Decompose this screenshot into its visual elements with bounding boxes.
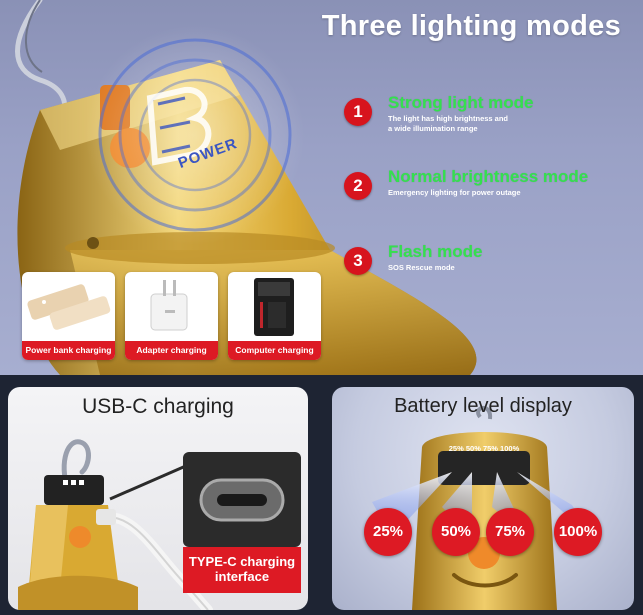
- battery-level-75: 75%: [486, 508, 534, 556]
- mode-description: The light has high brightness and a wide…: [388, 114, 508, 134]
- mode-description: Emergency lighting for power outage: [388, 188, 521, 198]
- battery-level-panel: Battery level display 25% 50% 75% 100% 2…: [332, 387, 634, 610]
- typec-port-icon: [199, 478, 285, 522]
- computer-tower-image: [254, 278, 294, 336]
- mode-description: SOS Rescue mode: [388, 263, 455, 273]
- typec-label-line: interface: [214, 569, 270, 584]
- charging-label: Computer charging: [228, 341, 321, 360]
- typec-label: TYPE-C charging interface: [183, 547, 301, 593]
- battery-lamp-illustration: [372, 405, 592, 610]
- charging-card-adapter: Adapter charging: [125, 272, 218, 360]
- mode-description-line: Emergency lighting for power outage: [388, 188, 521, 197]
- battery-level-50: 50%: [432, 508, 480, 556]
- usbc-lamp-illustration: [18, 439, 213, 610]
- adapter-image: [150, 280, 188, 331]
- charging-card-power-bank: Power bank charging: [22, 272, 115, 360]
- mode-title: Flash mode: [388, 242, 483, 261]
- mode-description-line: SOS Rescue mode: [388, 263, 455, 272]
- lighting-modes-panel: POWER Three lighting modes 1 Strong ligh…: [0, 0, 643, 375]
- charging-label: Power bank charging: [22, 341, 115, 360]
- typec-label-line: TYPE-C charging: [188, 554, 296, 569]
- mode-title: Normal brightness mode: [388, 167, 589, 186]
- mode-description-line: The light has high brightness and: [388, 114, 509, 123]
- typec-port-closeup: [183, 452, 301, 547]
- usbc-title: USB-C charging: [82, 395, 234, 418]
- mode-description-line: a wide illumination range: [388, 124, 478, 133]
- panel-title: Three lighting modes: [321, 10, 621, 42]
- battery-level-indicator: 25% 50% 75% 100%: [448, 444, 520, 453]
- mode-number-badge: 3: [344, 247, 372, 275]
- charging-card-computer: Computer charging: [228, 272, 321, 360]
- charging-label: Adapter charging: [125, 341, 218, 360]
- battery-title: Battery level display: [394, 395, 572, 417]
- mode-number-badge: 1: [344, 98, 372, 126]
- power-bank-image: [27, 284, 111, 330]
- battery-level-25: 25%: [364, 508, 412, 556]
- mode-title: Strong light mode: [388, 93, 534, 112]
- usbc-charging-panel: USB-C charging TYPE-C charging interface: [8, 387, 308, 610]
- battery-level-100: 100%: [554, 508, 602, 556]
- mode-number-badge: 2: [344, 172, 372, 200]
